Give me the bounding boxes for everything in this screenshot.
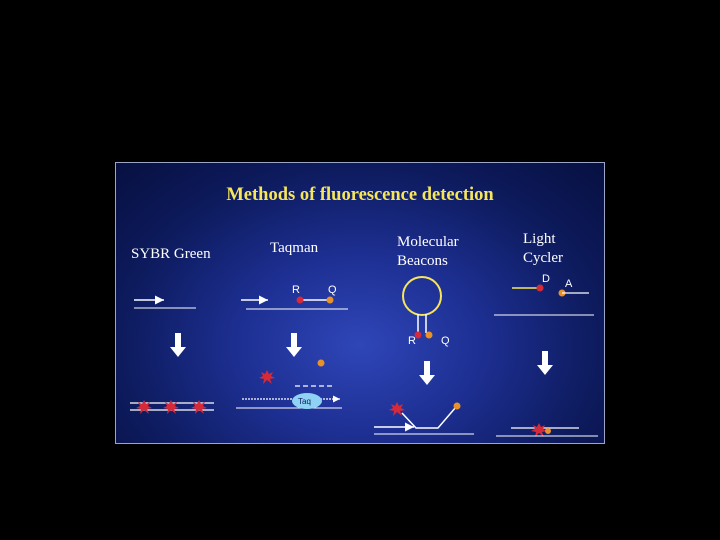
- sybr-dye-icon: [136, 400, 152, 414]
- sybr-after: [130, 400, 214, 414]
- sybr-dye-icon: [163, 400, 179, 414]
- label-light-cycler-line1: Light: [523, 231, 556, 247]
- taqman-reporter-label: R: [292, 284, 300, 296]
- released-reporter-icon: [259, 370, 275, 384]
- label-molecular-beacons-line1: Molecular: [397, 234, 459, 250]
- hybridized-beacon: [401, 406, 457, 429]
- beacon-reporter-label: R: [408, 335, 416, 347]
- beacon-loop: [402, 276, 442, 316]
- released-reporter-icon: [389, 402, 405, 416]
- beacon-before: R Q: [402, 276, 450, 347]
- quencher-dot: [326, 296, 334, 304]
- released-quencher-dot: [317, 359, 325, 367]
- taq-label: Taq: [298, 397, 311, 406]
- sybr-dye-icon: [191, 400, 207, 414]
- taqman-quencher-label: Q: [328, 284, 337, 296]
- slide-title: Methods of fluorescence detection: [226, 185, 494, 205]
- beacon-quencher-label: Q: [441, 335, 450, 347]
- beacon-after: [374, 402, 474, 435]
- taq-polymerase-icon: [292, 393, 322, 409]
- lightcycler-before: D A: [494, 273, 594, 316]
- label-sybr-green: SYBR Green: [131, 246, 211, 262]
- taqman-after: Taq: [236, 359, 342, 409]
- quencher-dot: [453, 402, 461, 410]
- quencher-dot: [425, 331, 433, 339]
- sybr-down-arrow-icon: [170, 333, 186, 357]
- label-molecular-beacons-line2: Beacons: [397, 253, 448, 269]
- label-light-cycler-line2: Cycler: [523, 250, 563, 266]
- lightcycler-after: [496, 423, 598, 437]
- reporter-dot: [414, 331, 422, 339]
- lightcycler-acceptor-label: A: [565, 278, 573, 290]
- lightcycler-donor-label: D: [542, 273, 550, 285]
- taqman-before: R Q: [241, 284, 348, 310]
- lightcycler-down-arrow-icon: [537, 351, 553, 375]
- sybr-before: [134, 295, 196, 309]
- beacon-down-arrow-icon: [419, 361, 435, 385]
- donor-dot: [536, 284, 544, 292]
- acceptor-dot: [545, 428, 551, 434]
- reporter-dot: [296, 296, 304, 304]
- slide-panel: Methods of fluorescence detection SYBR G…: [115, 162, 605, 444]
- label-taqman: Taqman: [270, 240, 319, 256]
- taqman-down-arrow-icon: [286, 333, 302, 357]
- fret-signal-icon: [531, 423, 547, 437]
- diagram: R Q Taq R Q: [130, 273, 598, 437]
